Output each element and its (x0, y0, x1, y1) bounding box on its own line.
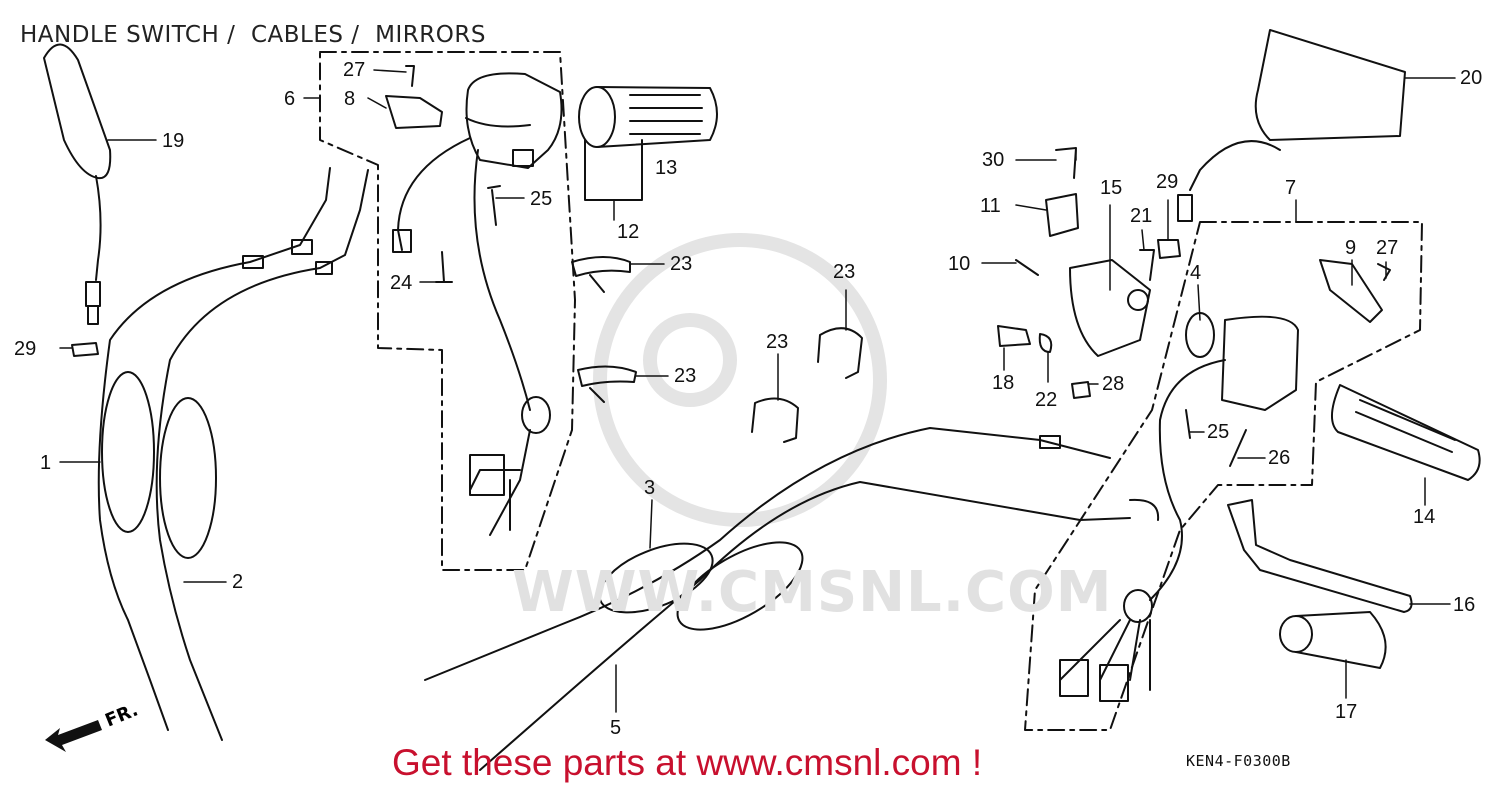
clutch-lever[interactable] (1227, 499, 1413, 613)
callout-25-left[interactable]: 25 (530, 188, 553, 210)
callout-4[interactable]: 4 (1190, 262, 1202, 284)
handlebar-grip[interactable] (1331, 384, 1481, 481)
nut-left[interactable] (71, 342, 99, 357)
washer-22[interactable] (1038, 333, 1053, 353)
switch-18[interactable] (997, 325, 1031, 347)
callout-15[interactable]: 15 (1100, 177, 1123, 199)
callout-22[interactable]: 22 (1035, 389, 1058, 411)
page-title: HANDLE SWITCH / CABLES / MIRRORS (20, 22, 486, 48)
screw-27-right[interactable] (1377, 263, 1391, 281)
watermark-logo (593, 233, 887, 527)
screw-27-left[interactable] (405, 65, 415, 87)
callout-23-b[interactable]: 23 (674, 365, 697, 387)
callout-27-left[interactable]: 27 (343, 59, 366, 81)
mirror-right[interactable] (1177, 29, 1406, 222)
callout-24[interactable]: 24 (390, 272, 413, 294)
callout-30[interactable]: 30 (982, 149, 1005, 171)
callout-19[interactable]: 19 (162, 130, 185, 152)
screw-25-left[interactable] (487, 185, 501, 226)
callout-3[interactable]: 3 (644, 477, 656, 499)
front-arrow (45, 720, 102, 752)
clamp-23-b[interactable] (577, 365, 637, 403)
lever-bracket[interactable] (1045, 193, 1151, 357)
callout-16[interactable]: 16 (1453, 594, 1476, 616)
throttle-cable-1[interactable] (97, 167, 331, 731)
clamp-23-c[interactable] (817, 327, 863, 379)
screw-21[interactable] (1139, 249, 1155, 281)
clamp-23-d[interactable] (751, 397, 799, 443)
callout-17[interactable]: 17 (1335, 701, 1358, 723)
callout-23-a[interactable]: 23 (670, 253, 693, 275)
clamp-23-a[interactable] (571, 256, 631, 293)
callout-20[interactable]: 20 (1460, 67, 1483, 89)
screw-25-right[interactable] (1185, 409, 1191, 439)
callout-12[interactable]: 12 (617, 221, 640, 243)
callout-11[interactable]: 11 (980, 195, 1001, 217)
bracket-9[interactable] (1319, 259, 1383, 323)
callout-23-d[interactable]: 23 (766, 331, 789, 353)
group-box-7 (1024, 221, 1423, 731)
callout-5[interactable]: 5 (610, 717, 622, 739)
clutch-cable[interactable] (424, 427, 1111, 681)
callout-1[interactable]: 1 (40, 452, 52, 474)
callout-6[interactable]: 6 (284, 88, 296, 110)
bracket-8[interactable] (385, 95, 443, 129)
screw-24[interactable] (435, 251, 453, 283)
callout-27-right[interactable]: 27 (1376, 237, 1399, 259)
throttle-grip[interactable] (578, 86, 718, 201)
left-switch-housing[interactable] (392, 72, 563, 536)
nut-right[interactable] (1157, 239, 1181, 259)
callout-21[interactable]: 21 (1130, 205, 1153, 227)
choke-cable[interactable] (479, 481, 1160, 771)
mirror-left[interactable] (43, 43, 112, 325)
lever-cover[interactable] (1279, 611, 1387, 669)
callout-8[interactable]: 8 (344, 88, 356, 110)
right-switch-housing[interactable] (1059, 312, 1299, 702)
pin-10[interactable] (1015, 259, 1039, 276)
callout-18[interactable]: 18 (992, 372, 1015, 394)
callout-9[interactable]: 9 (1345, 237, 1357, 259)
leader-lines (59, 69, 1456, 713)
nut-28[interactable] (1071, 381, 1091, 399)
cmsnl-link[interactable]: Get these parts at www.cmsnl.com ! (392, 742, 983, 783)
screw-26[interactable] (1229, 429, 1247, 467)
callout-29-right[interactable]: 29 (1156, 171, 1179, 193)
group-box-6 (319, 51, 576, 571)
diagram-code: KEN4-F0300B (1186, 752, 1291, 770)
callout-28[interactable]: 28 (1102, 373, 1125, 395)
watermark-text: WWW.CMSNL.COM (512, 560, 1113, 625)
screw-30[interactable] (1055, 147, 1077, 179)
callout-2[interactable]: 2 (232, 571, 244, 593)
callout-10[interactable]: 10 (948, 253, 971, 275)
callout-26[interactable]: 26 (1268, 447, 1291, 469)
callout-14[interactable]: 14 (1413, 506, 1436, 528)
callout-29-left[interactable]: 29 (14, 338, 37, 360)
throttle-cable-2[interactable] (155, 169, 369, 741)
callout-23-c[interactable]: 23 (833, 261, 856, 283)
callout-7[interactable]: 7 (1285, 177, 1297, 199)
callout-13[interactable]: 13 (655, 157, 678, 179)
callout-25-right[interactable]: 25 (1207, 421, 1230, 443)
